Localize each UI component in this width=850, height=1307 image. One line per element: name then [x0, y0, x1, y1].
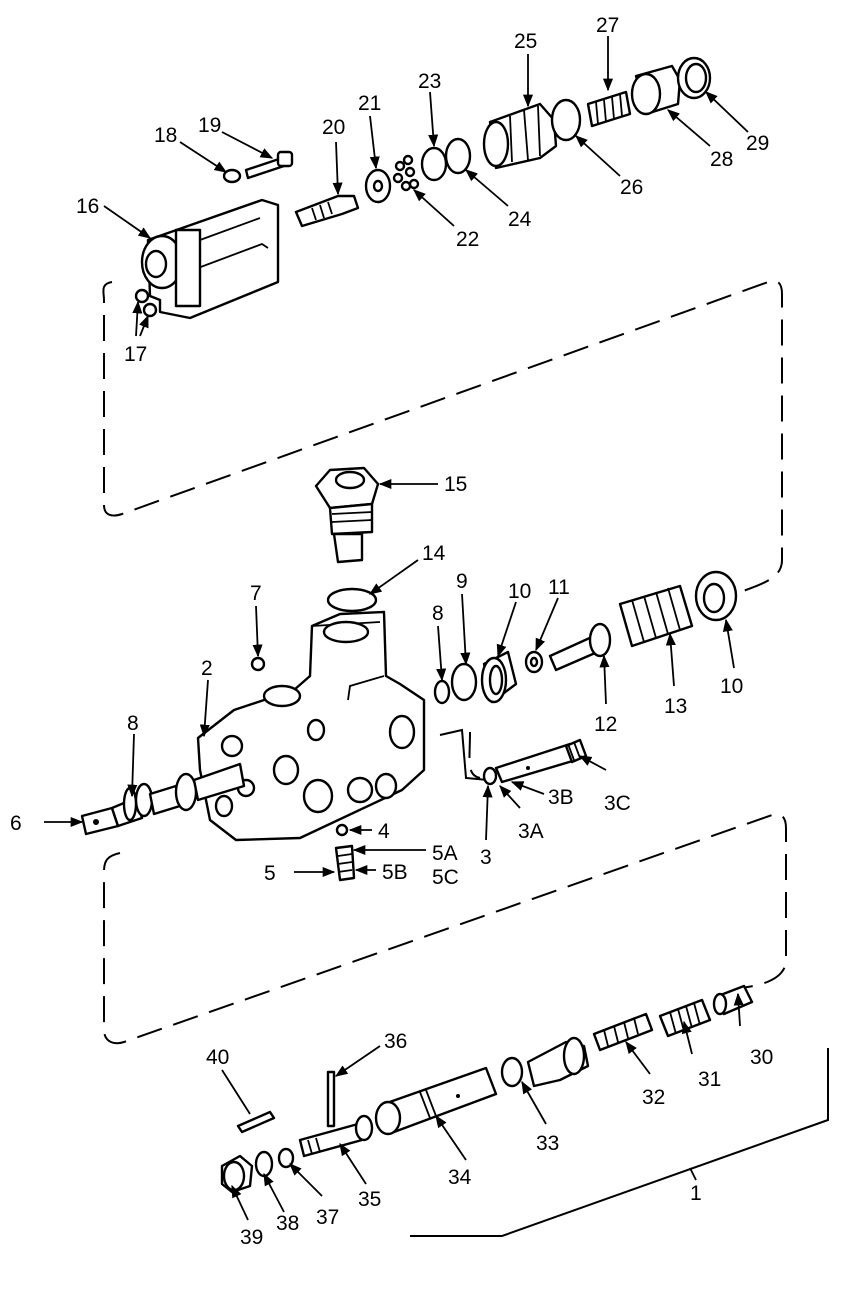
- callout-32: 32: [642, 1086, 665, 1109]
- part-30-sleeve: [712, 984, 754, 1016]
- part-35-spool: [298, 1114, 374, 1158]
- part-4-ball: [335, 823, 349, 837]
- callout-19: 19: [198, 114, 221, 137]
- callout-3a: 3A: [518, 820, 544, 843]
- callout-3: 3: [480, 846, 492, 869]
- callout-22: 22: [456, 228, 479, 251]
- callout-20: 20: [322, 116, 345, 139]
- part-11-washer: [524, 650, 544, 674]
- part-33-collar: [500, 1036, 590, 1088]
- callout-6: 6: [10, 812, 22, 835]
- callout-14: 14: [422, 542, 446, 565]
- part-12-stem: [548, 622, 612, 672]
- part-16-housing: [140, 198, 280, 320]
- callout-37: 37: [316, 1206, 339, 1229]
- callout-30: 30: [750, 1046, 773, 1069]
- part-28-cap: [630, 64, 682, 116]
- callout-18: 18: [154, 124, 177, 147]
- callout-5a: 5A: [432, 842, 458, 865]
- part-39-plug: [220, 1154, 254, 1194]
- callout-33: 33: [536, 1132, 559, 1155]
- part-36-pin: [326, 1070, 336, 1128]
- part-38-o-ring: [254, 1150, 274, 1178]
- part-13-spring: [618, 584, 694, 648]
- part-8-o-ring-right: [433, 679, 451, 705]
- callout-29: 29: [746, 132, 769, 155]
- part-2-valve-body: [196, 610, 426, 842]
- callout-23: 23: [418, 70, 441, 93]
- callout-34: 34: [448, 1166, 472, 1189]
- callout-5c: 5C: [432, 866, 459, 889]
- part-8-o-ring-left: [122, 786, 138, 822]
- callout-7: 7: [250, 582, 262, 605]
- lower-assembly-boundary: [103, 728, 787, 1045]
- part-5-check: [334, 844, 356, 882]
- callout-3b: 3B: [548, 786, 574, 809]
- callout-9: 9: [456, 570, 468, 593]
- callout-11: 11: [548, 576, 570, 599]
- part-20-pin: [294, 194, 360, 228]
- callout-36: 36: [384, 1030, 407, 1053]
- callout-21: 21: [358, 92, 381, 115]
- callout-10a: 10: [508, 580, 531, 603]
- callout-35: 35: [358, 1188, 381, 1211]
- callout-12: 12: [594, 713, 617, 736]
- callout-8a: 8: [127, 712, 139, 735]
- part-34-sleeve: [374, 1066, 498, 1136]
- callout-31: 31: [698, 1068, 721, 1091]
- part-3-spool: [482, 738, 588, 786]
- part-7-plug: [250, 656, 266, 672]
- part-22-balls: [392, 154, 420, 192]
- part-14-o-ring: [326, 587, 378, 613]
- callout-labels: 1 2 3 3A 3B 3C 4 5 5A 5B 5C 6 7 8 8 9 10…: [10, 14, 773, 1249]
- callout-5b: 5B: [382, 861, 408, 884]
- callout-2: 2: [201, 657, 213, 680]
- part-15-plug: [314, 466, 380, 564]
- callout-5: 5: [264, 862, 276, 885]
- part-26-ring: [550, 98, 582, 142]
- part-9-ring: [450, 662, 478, 702]
- kit-1-bracket: [410, 1048, 829, 1237]
- callout-25: 25: [514, 30, 537, 53]
- callout-28: 28: [710, 148, 733, 171]
- callout-16: 16: [76, 195, 99, 218]
- callout-3c: 3C: [604, 792, 631, 815]
- callout-38: 38: [276, 1212, 299, 1235]
- leader-lines: [44, 36, 749, 1221]
- callout-4: 4: [378, 820, 390, 843]
- callout-39: 39: [240, 1226, 263, 1249]
- upper-assembly-boundary: [102, 279, 783, 593]
- callout-24: 24: [508, 208, 532, 231]
- callout-15: 15: [444, 473, 467, 496]
- part-18-washer: [222, 168, 242, 184]
- callout-1: 1: [690, 1182, 702, 1205]
- part-29-snap-ring: [676, 56, 712, 100]
- callout-8b: 8: [432, 602, 444, 625]
- part-10-retainer-right: [694, 570, 738, 622]
- part-40-pin: [236, 1110, 276, 1134]
- part-19-screw: [244, 150, 294, 180]
- callout-17: 17: [124, 343, 147, 366]
- part-32-spring: [592, 1012, 654, 1052]
- callout-13: 13: [664, 695, 687, 718]
- part-25-piston: [482, 102, 558, 170]
- callout-27: 27: [596, 14, 619, 37]
- part-37-washer: [277, 1147, 295, 1169]
- callout-26: 26: [620, 176, 643, 199]
- callout-40: 40: [206, 1046, 229, 1069]
- part-31-spring: [658, 998, 712, 1038]
- part-27-spring: [586, 90, 632, 128]
- part-21-washer: [364, 168, 392, 204]
- callout-10b: 10: [720, 675, 743, 698]
- part-10-retainer-left: [480, 650, 518, 704]
- part-24-ring: [444, 137, 472, 175]
- part-23-ring: [420, 146, 448, 182]
